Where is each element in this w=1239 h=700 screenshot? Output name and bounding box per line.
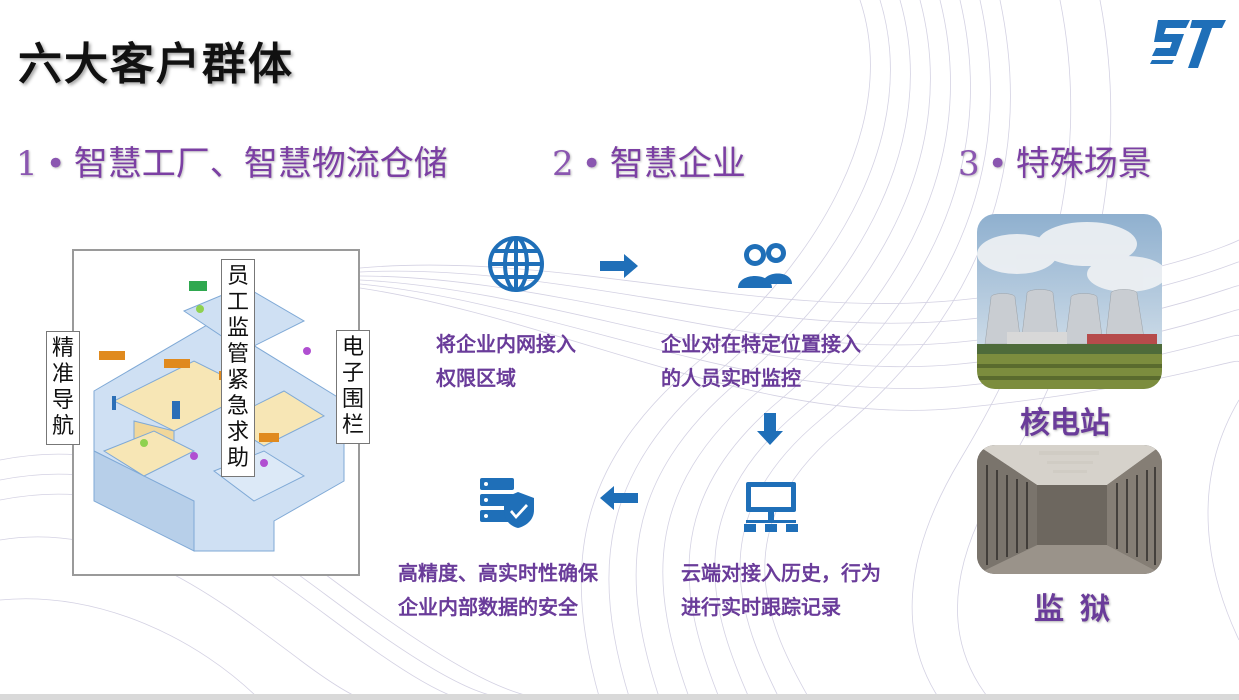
bullet-dot: •: [581, 144, 602, 184]
category-label: 智慧工厂、智慧物流仓储: [73, 144, 448, 184]
category-label: 智慧企业: [609, 144, 746, 184]
label-precise-navigation: 精准导航: [46, 331, 80, 445]
arrow-right-icon: [600, 254, 638, 278]
bullet-dot: •: [987, 144, 1008, 184]
category-special-scenes: 3•特殊场景: [958, 136, 1152, 185]
category-label: 特殊场景: [1015, 144, 1152, 184]
category-smart-factory: 1•智慧工厂、智慧物流仓储: [16, 136, 448, 185]
label-electronic-fence: 电子围栏: [336, 330, 370, 444]
isometric-floor-plan: [93, 281, 345, 552]
flow-text-data-security: 高精度、高实时性确保 企业内部数据的安全: [398, 556, 598, 624]
caption-nuclear-plant: 核电站: [1020, 406, 1110, 441]
prison-photo: [977, 445, 1162, 574]
flow-text-line: 云端对接入历史，行为: [681, 561, 881, 585]
flow-text-realtime-monitoring: 企业对在特定位置接入 的人员实时监控: [661, 327, 861, 395]
computer-network-icon: [744, 482, 798, 532]
category-smart-enterprise: 2•智慧企业: [552, 136, 746, 185]
company-logo: [1150, 20, 1226, 68]
arrow-left-icon: [600, 486, 638, 510]
category-number: 1: [16, 144, 38, 184]
flow-text-line: 将企业内网接入: [436, 332, 576, 356]
users-icon: [738, 243, 792, 288]
slide-title: 六大客户群体: [18, 39, 294, 90]
flow-text-line: 高精度、高实时性确保: [398, 561, 598, 585]
category-number: 3: [958, 144, 980, 184]
globe-icon: [488, 236, 544, 292]
flow-text-line: 进行实时跟踪记录: [681, 595, 841, 619]
flow-text-line: 企业内部数据的安全: [398, 595, 578, 619]
factory-map-illustration: [72, 249, 360, 576]
label-employee-sos: 员工监管紧急求助: [221, 259, 255, 477]
server-shield-icon: [480, 478, 534, 528]
bottom-divider: [0, 694, 1239, 700]
arrow-down-icon: [757, 413, 783, 445]
nuclear-plant-photo: [977, 214, 1162, 389]
flow-text-intranet-access: 将企业内网接入 权限区域: [436, 327, 576, 395]
flow-text-cloud-tracking: 云端对接入历史，行为 进行实时跟踪记录: [681, 556, 881, 624]
bullet-dot: •: [45, 144, 66, 184]
category-number: 2: [552, 144, 574, 184]
caption-prison: 监狱: [1034, 592, 1126, 627]
flow-text-line: 权限区域: [436, 366, 516, 390]
flow-text-line: 的人员实时监控: [661, 366, 801, 390]
flow-text-line: 企业对在特定位置接入: [661, 332, 861, 356]
